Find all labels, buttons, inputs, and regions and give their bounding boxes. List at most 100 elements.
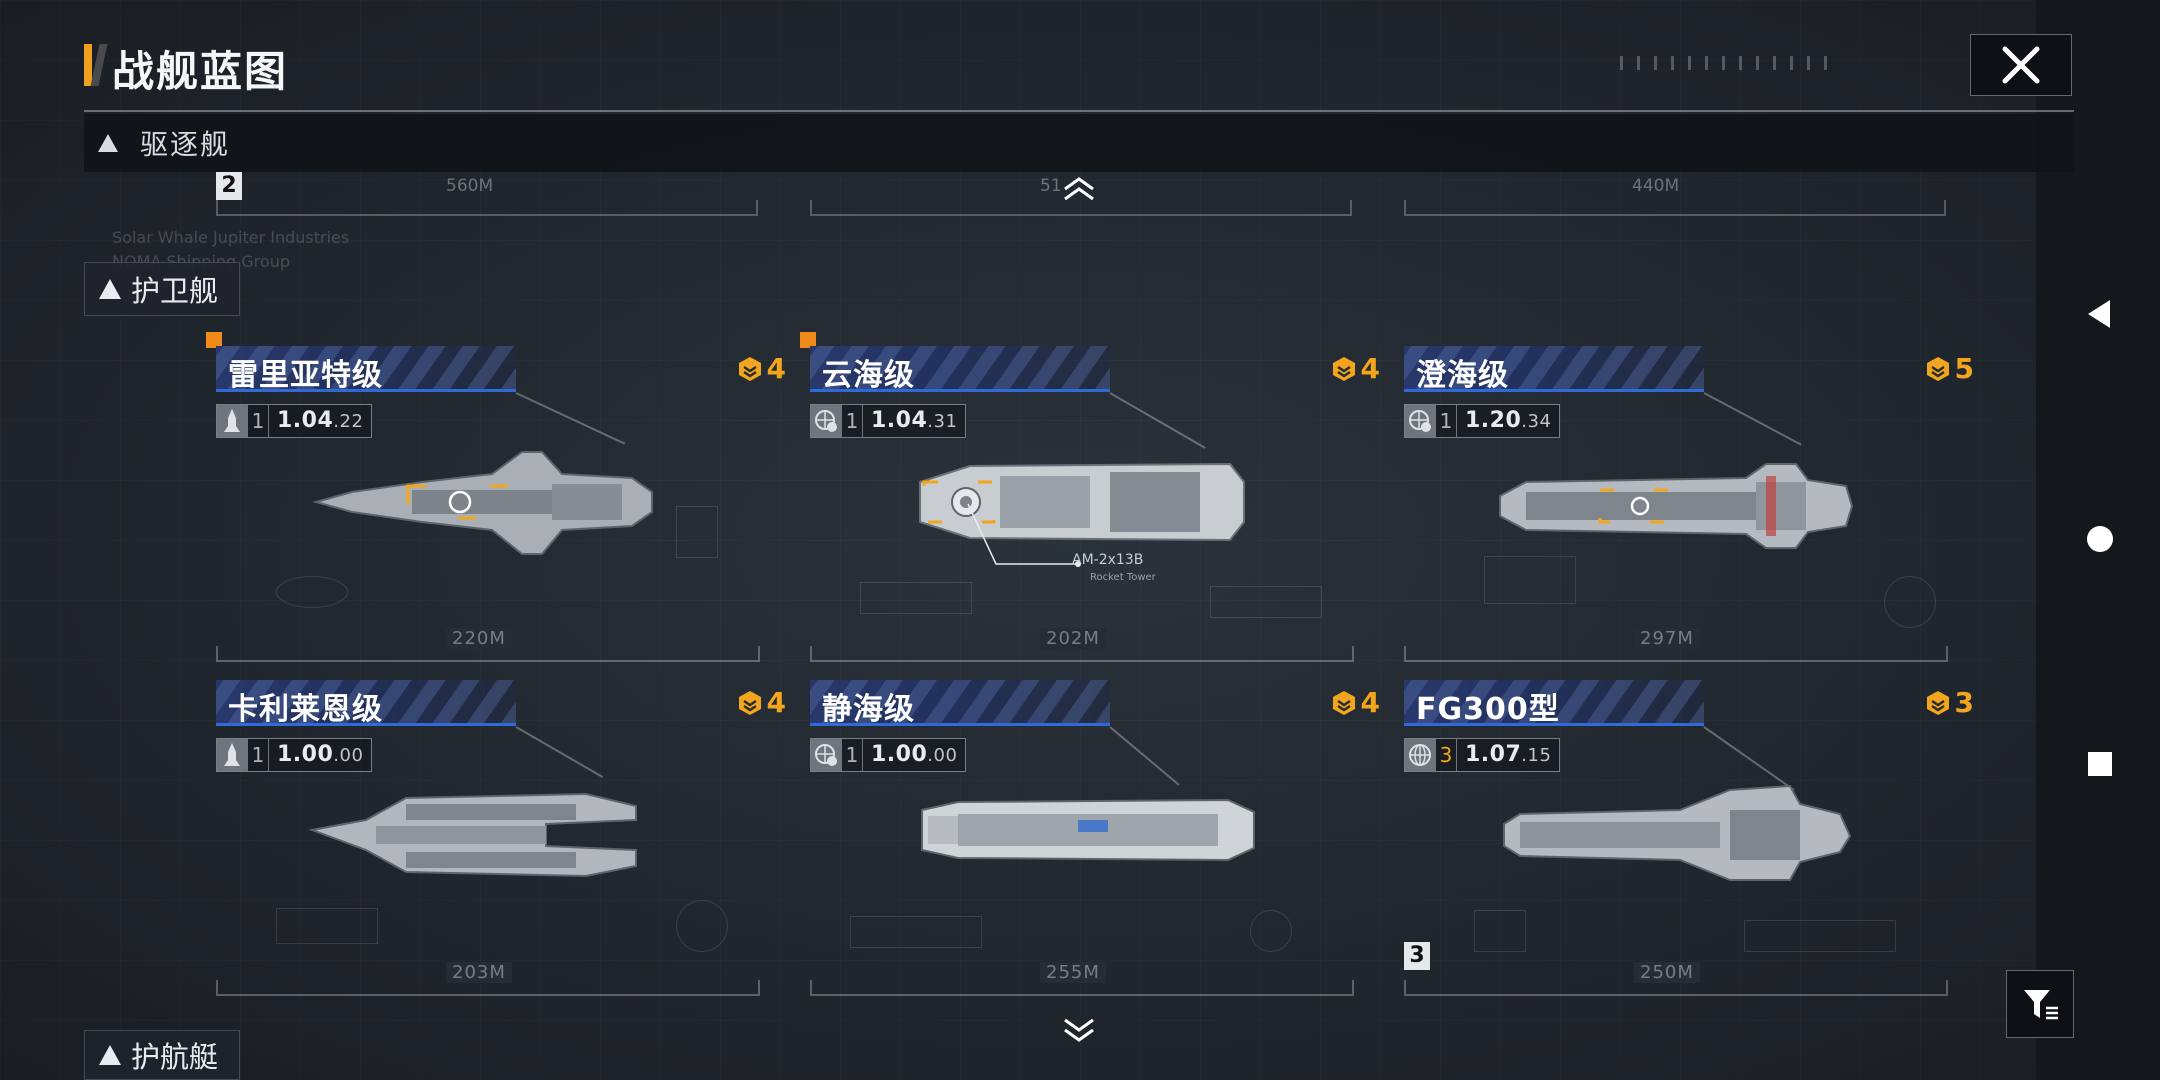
ghost-length: 51 [1040,176,1062,196]
ship-rank: 4 [1331,352,1380,385]
card-title-band [810,346,1110,392]
length-ruler [216,980,760,996]
ship-rank: 5 [1925,352,1974,385]
ship-card-kalilaien[interactable]: 卡利莱恩级 4 1 1.00.00 203M [216,680,816,1010]
blueprint-deco [1884,576,1936,628]
ship-stat-box: 3 1.07.15 [1404,738,1561,772]
globe-gear-icon [811,405,841,437]
ship-length: 297M [1634,628,1700,649]
ship-name: 澄海级 [1416,358,1509,393]
blueprint-deco [860,582,972,614]
ship-blueprint [921,798,1255,862]
ship-name: 静海级 [822,692,915,727]
ghost-ruler [216,200,758,216]
nav-back-icon[interactable] [2088,300,2110,328]
chevron-up-icon [1064,177,1094,201]
ship-rank: 3 [1925,686,1974,719]
blueprint-deco [850,916,982,948]
filter-button[interactable] [2006,970,2074,1038]
blueprint-deco [676,900,728,952]
ship-stat-box: 1 1.20.34 [1404,404,1561,438]
category-label: 驱逐舰 [140,128,231,161]
leader-line [1109,726,1180,786]
collapse-triangle-icon [99,279,121,299]
section-tag-frigate[interactable]: 护卫舰 [84,262,240,316]
section-tag-escort[interactable]: 护航艇 [84,1030,240,1080]
ship-name: 雷里亚特级 [228,358,383,393]
ship-name: 云海级 [822,358,915,393]
leader-line [1703,392,1802,446]
ship-stat-box: 1 1.04.22 [216,404,373,438]
close-icon [2002,46,2040,84]
length-ruler [810,980,1354,996]
category-bar-destroyer[interactable]: 驱逐舰 [84,114,2074,172]
rank-emblem-icon [738,690,761,715]
header-tick-decor [1620,56,1827,70]
blueprint-deco [1250,910,1292,952]
ghost-length: 440M [1632,176,1680,196]
ship-name: FG300型 [1416,692,1560,727]
ship-length: 203M [446,962,512,983]
close-button[interactable] [1970,34,2072,96]
count-badge: 3 [1404,942,1430,970]
ship-blueprint [308,792,637,878]
card-title-band [216,680,516,726]
blueprint-deco [276,908,378,944]
ship-blueprint [312,451,653,555]
blueprint-deco [676,506,718,558]
blueprint-deco [1474,910,1526,952]
ship-rank: 4 [737,352,786,385]
blueprint-deco [1484,556,1576,604]
new-marker [206,332,222,348]
ship-rank: 4 [737,686,786,719]
nav-home-icon[interactable] [2087,526,2113,552]
collapse-triangle-icon [99,1045,121,1065]
ship-length: 202M [1040,628,1106,649]
callout-line [967,503,1081,567]
ghost-length: 560M [446,176,494,196]
ship-blueprint [1499,463,1854,549]
filter-icon [2024,990,2058,1020]
ship-stat-box: 1 1.00.00 [810,738,967,772]
nav-recent-icon[interactable] [2088,752,2112,776]
ship-rank: 4 [1331,686,1380,719]
leader-line [1109,392,1206,449]
rocket-icon [217,739,247,771]
leader-line [515,392,626,445]
section-label: 护航艇 [131,1040,219,1074]
scroll-up-button[interactable] [1062,176,1096,202]
length-ruler [216,646,760,662]
card-title-band [1404,680,1704,726]
blueprint-deco [1210,586,1322,618]
ship-card-chenghai[interactable]: 澄海级 5 1 1.20.34 297M [1404,346,2004,676]
ship-blueprint [1503,784,1852,881]
scroll-down-button[interactable] [1062,1016,1096,1044]
card-title-band [810,680,1110,726]
callout-label: AM-2x13B [1072,552,1144,568]
ship-card-jinghai[interactable]: 静海级 4 1 1.00.00 255M [810,680,1410,1010]
header-divider [84,110,2074,112]
ship-card-yunhai[interactable]: 云海级 4 1 1.04.31 AM-2x13B Rocket Tower 20… [800,332,1410,676]
blueprint-deco [1744,920,1896,952]
ship-blueprint [919,462,1245,542]
ship-card-lerialte[interactable]: 雷里亚特级 4 1 1.04.22 220M [206,332,816,676]
leader-line [515,726,604,778]
rank-emblem-icon [1332,690,1355,715]
section-label: 护卫舰 [131,274,219,308]
globe-gear-icon [1405,405,1435,437]
ship-length: 220M [446,628,512,649]
ghost-ruler [1404,200,1946,216]
ship-stat-box: 1 1.00.00 [216,738,373,772]
rank-emblem-icon [1926,690,1949,715]
page-title: 战舰蓝图 [112,47,289,96]
collapse-triangle-icon [98,134,118,152]
card-title-band [1404,346,1704,392]
rocket-icon [217,405,247,437]
ship-stat-box: 1 1.04.31 [810,404,967,438]
rank-emblem-icon [1332,356,1355,381]
blueprint-deco [276,576,348,608]
ghost-ruler [810,200,1352,216]
ship-card-fg300[interactable]: FG300型 3 3 1.07.15 3 250M [1404,680,2004,1010]
length-ruler [810,646,1354,662]
ship-length: 250M [1634,962,1700,983]
